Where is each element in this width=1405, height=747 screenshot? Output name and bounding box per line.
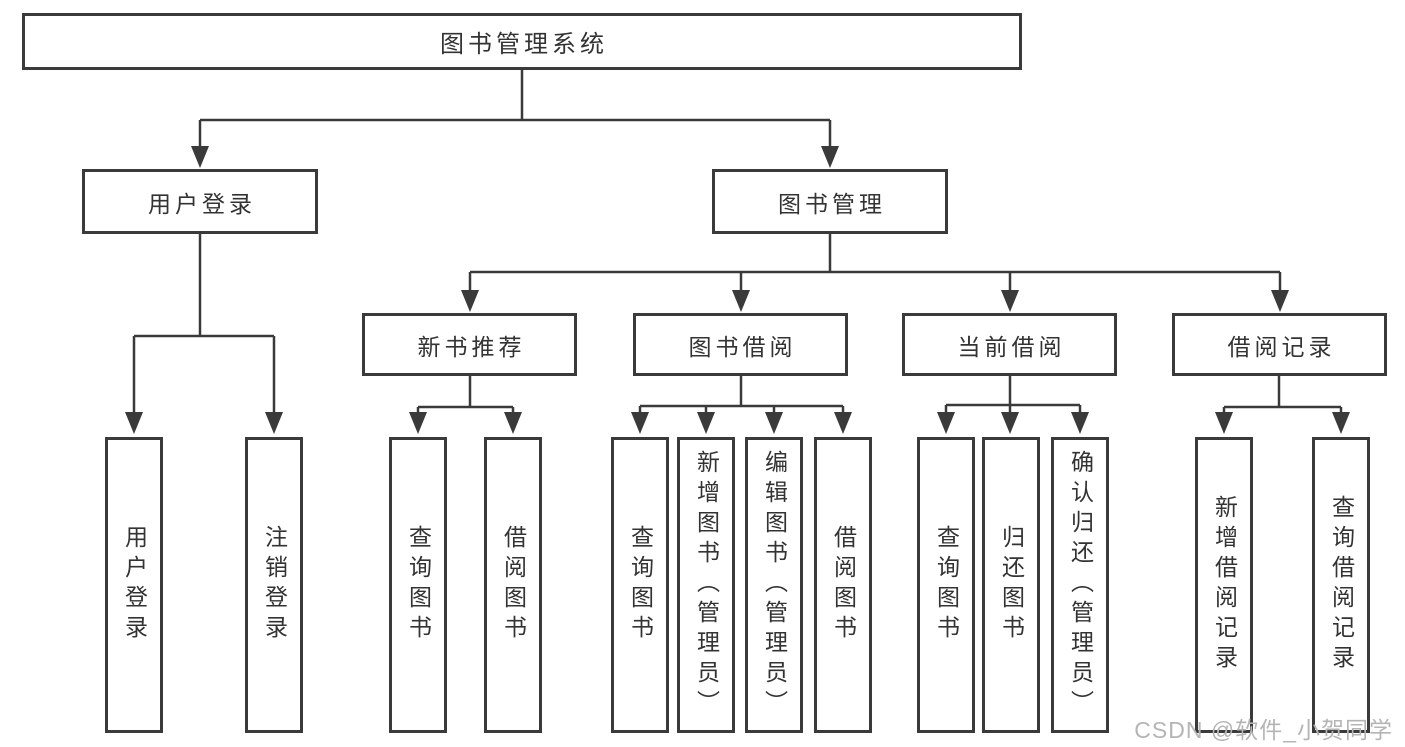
- leaf-current-query-books-label: 查询图书: [933, 525, 960, 645]
- leaf-records-query-record-label: 查询借阅记录: [1328, 495, 1355, 675]
- node-borrow-records: 借阅记录: [1172, 313, 1387, 376]
- connector-new-books-children: [409, 376, 522, 434]
- leaf-logout-login: 注销登录: [245, 437, 303, 733]
- leaf-borrow-edit-books-admin: 编辑图书（管理员）: [745, 437, 803, 733]
- leaf-current-confirm-return-admin: 确认归还（管理员）: [1051, 437, 1109, 733]
- leaf-newbook-query-books: 查询图书: [389, 437, 447, 733]
- connector-book-borrow-children: [631, 376, 852, 434]
- connector-user-login-children: [125, 234, 283, 434]
- connector-book-management-children: [461, 234, 1289, 312]
- node-user-login: 用户登录: [82, 169, 318, 234]
- leaf-borrow-add-books-admin-label: 新增图书（管理员）: [693, 450, 720, 720]
- leaf-borrow-add-books-admin: 新增图书（管理员）: [677, 437, 735, 733]
- leaf-borrow-borrow-books-label: 借阅图书: [830, 525, 857, 645]
- leaf-borrow-query-books: 查询图书: [611, 437, 669, 733]
- leaf-current-return-books: 归还图书: [982, 437, 1040, 733]
- leaf-current-query-books: 查询图书: [917, 437, 975, 733]
- node-new-book-recommend: 新书推荐: [362, 313, 577, 376]
- leaf-borrow-borrow-books: 借阅图书: [814, 437, 872, 733]
- leaf-newbook-query-books-label: 查询图书: [405, 525, 432, 645]
- leaf-newbook-borrow-books-label: 借阅图书: [500, 525, 527, 645]
- leaf-records-add-record: 新增借阅记录: [1195, 437, 1253, 733]
- leaf-logout-login-label: 注销登录: [261, 525, 288, 645]
- node-library-system: 图书管理系统: [22, 13, 1022, 70]
- connector-current-borrow-children: [937, 376, 1089, 434]
- leaf-current-return-books-label: 归还图书: [998, 525, 1025, 645]
- leaf-user-login: 用户登录: [105, 437, 163, 733]
- leaf-records-add-record-label: 新增借阅记录: [1211, 495, 1238, 675]
- leaf-current-confirm-return-admin-label: 确认归还（管理员）: [1067, 450, 1094, 720]
- node-current-borrow: 当前借阅: [902, 313, 1117, 376]
- leaf-user-login-label: 用户登录: [121, 525, 148, 645]
- leaf-borrow-query-books-label: 查询图书: [627, 525, 654, 645]
- connector-borrow-records-children: [1215, 376, 1350, 434]
- node-book-management: 图书管理: [712, 169, 948, 234]
- node-book-borrow: 图书借阅: [633, 313, 848, 376]
- leaf-records-query-record: 查询借阅记录: [1312, 437, 1370, 733]
- leaf-newbook-borrow-books: 借阅图书: [484, 437, 542, 733]
- connector-root-to-level1: [191, 70, 839, 168]
- leaf-borrow-edit-books-admin-label: 编辑图书（管理员）: [761, 450, 788, 720]
- watermark: CSDN @软件_小贺同学: [1134, 717, 1393, 743]
